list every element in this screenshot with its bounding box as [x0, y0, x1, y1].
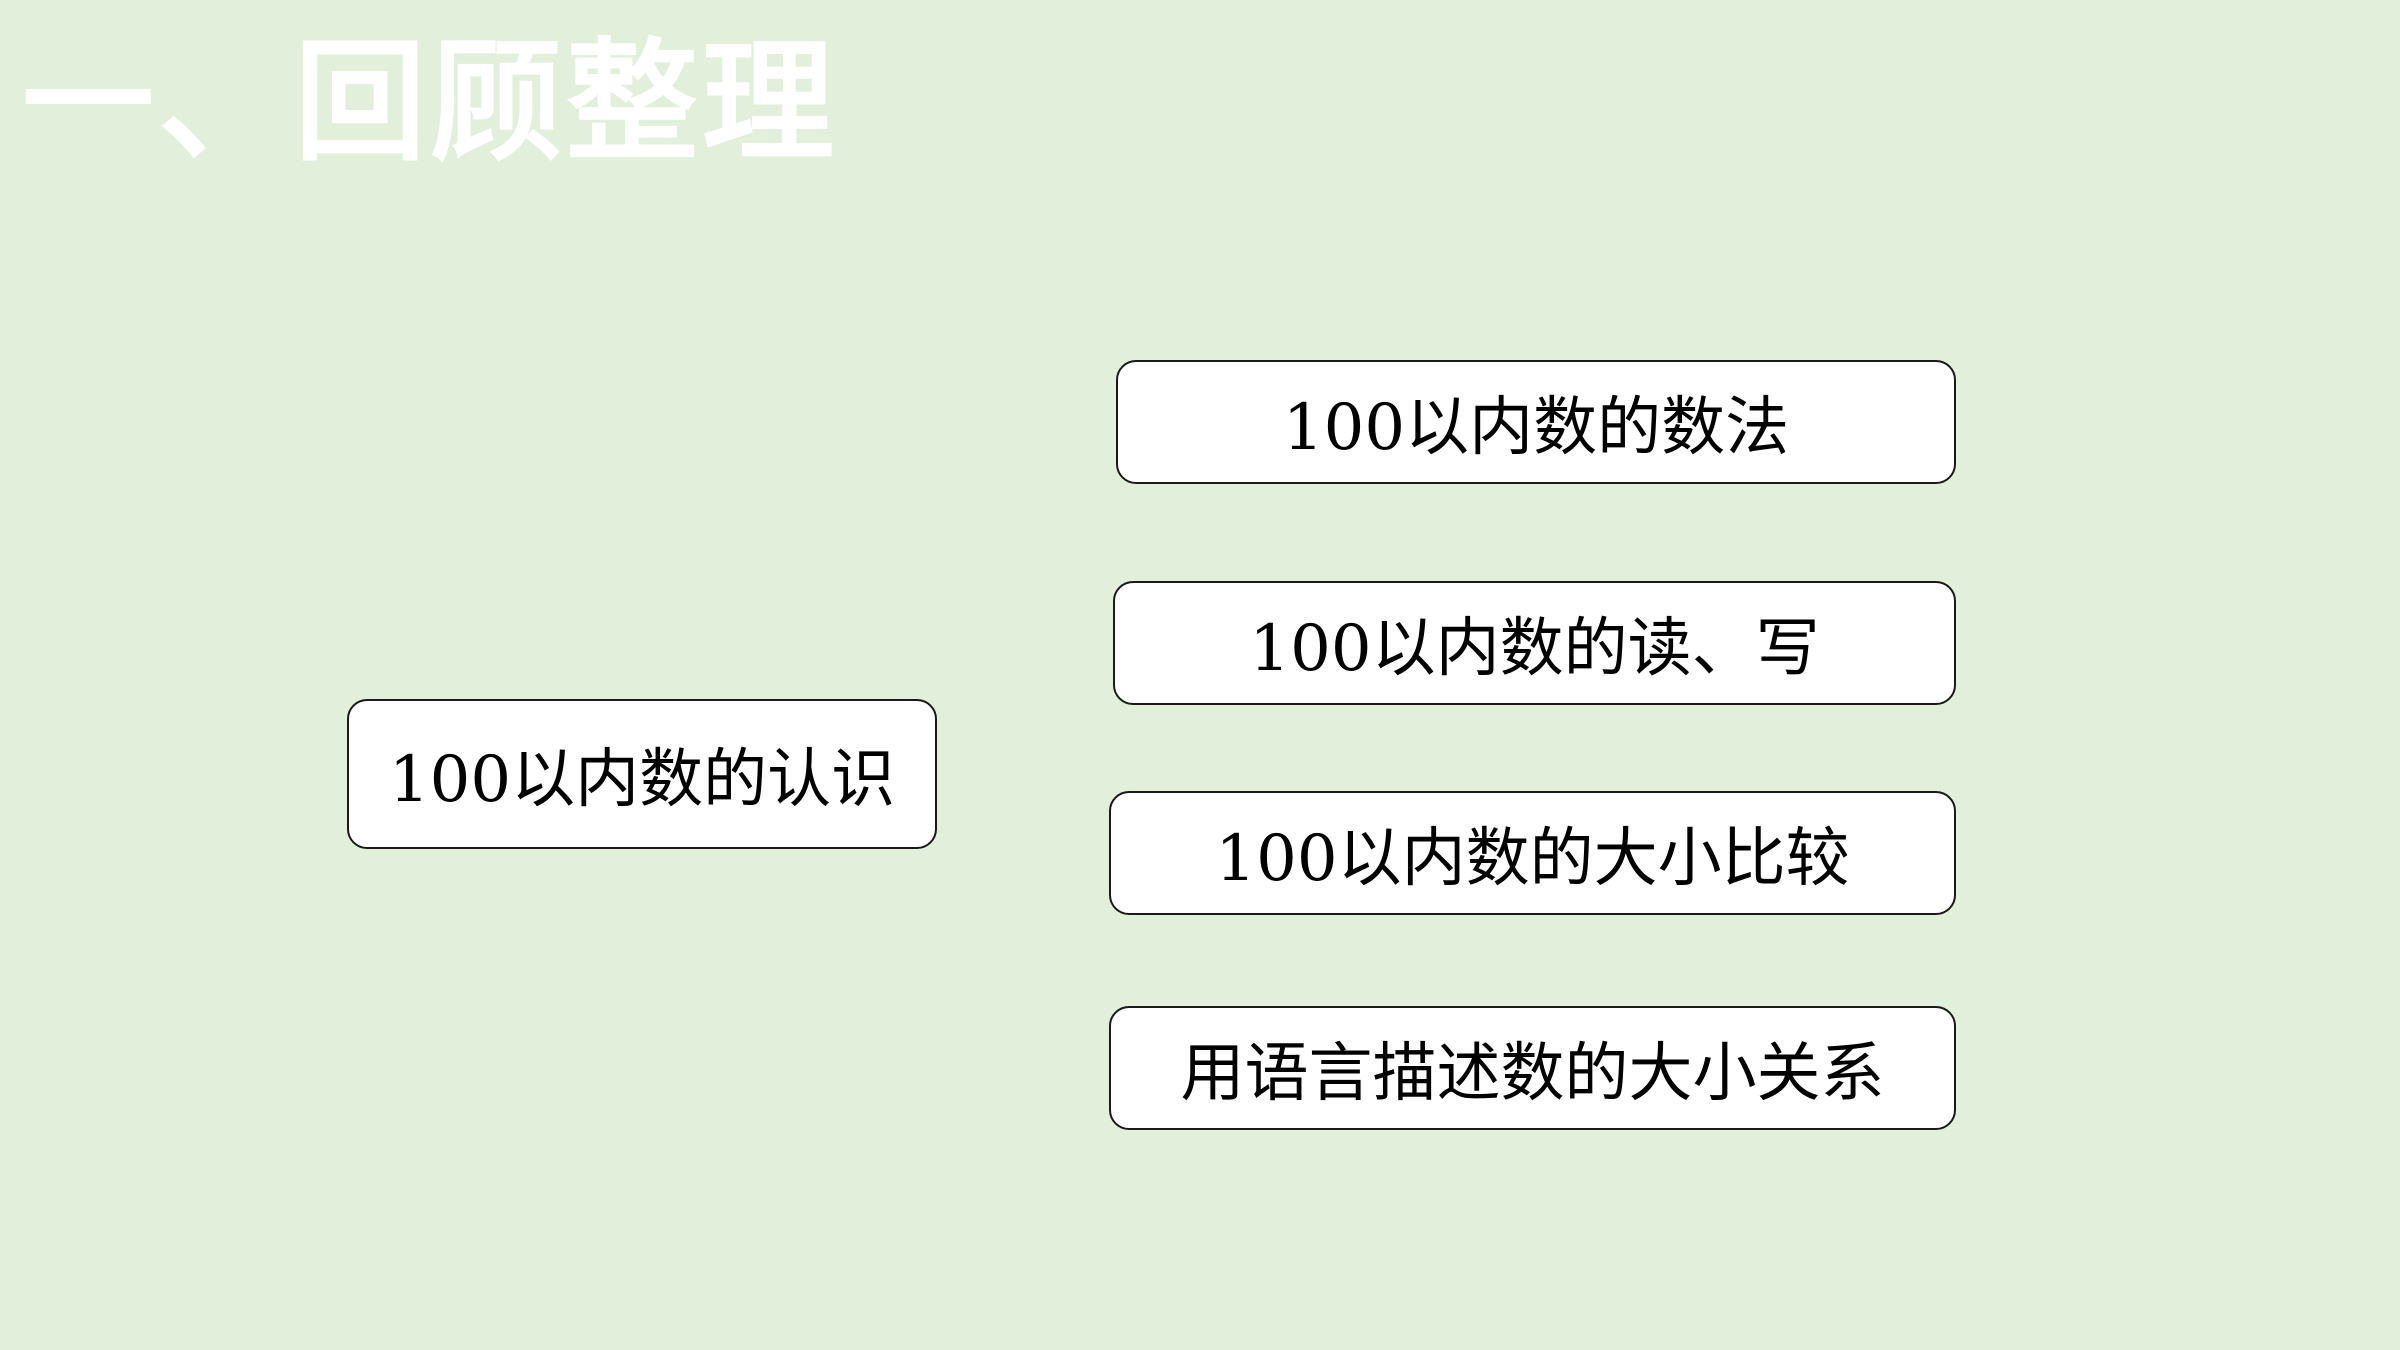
slide-title: 一、回顾整理: [22, 26, 838, 180]
branch-node-comparing: 100以内数的大小比较: [1109, 791, 1956, 915]
branch-node-describing-relations: 用语言描述数的大小关系: [1109, 1006, 1956, 1130]
branch-node-counting: 100以内数的数法: [1116, 360, 1956, 484]
root-node: 100以内数的认识: [347, 699, 937, 849]
branch-node-reading-writing: 100以内数的读、写: [1113, 581, 1956, 705]
